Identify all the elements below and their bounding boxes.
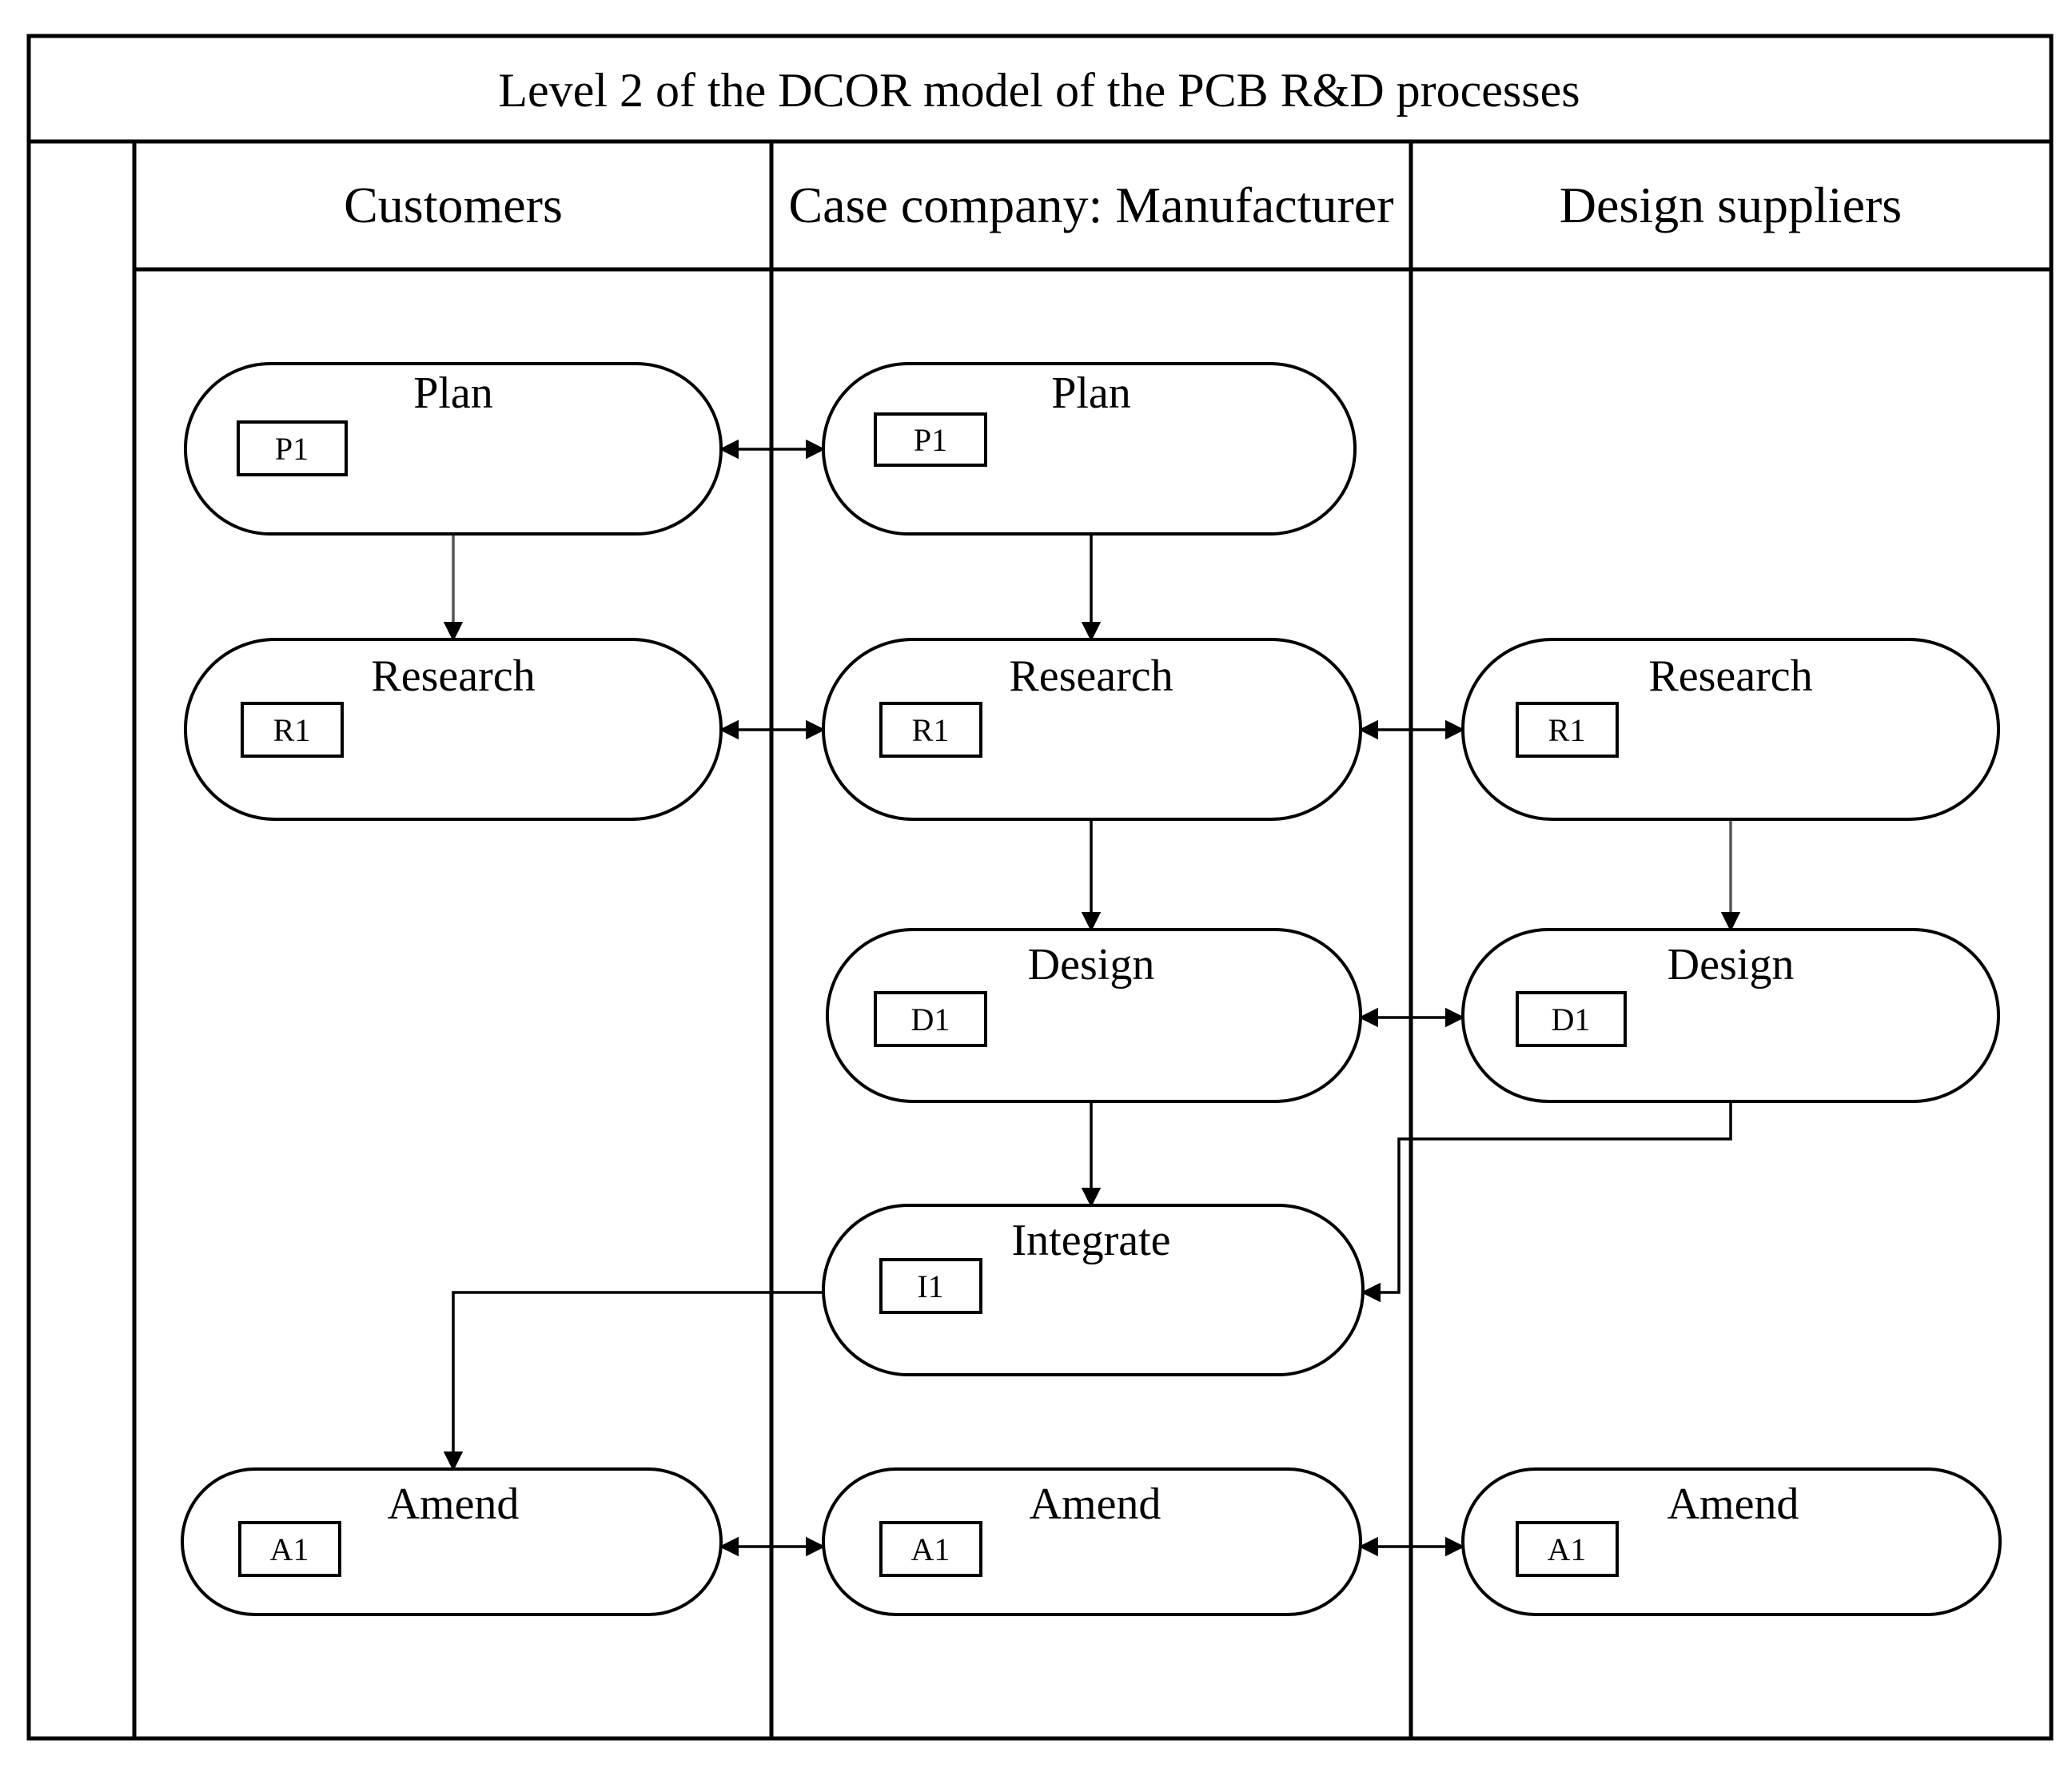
node-manufacturer-integrate: Integrate I1 bbox=[822, 1204, 1365, 1376]
node-code: P1 bbox=[914, 422, 947, 458]
lane-header-customers: Customers bbox=[344, 177, 563, 233]
node-code: R1 bbox=[912, 712, 950, 748]
node-label: Amend bbox=[1030, 1479, 1162, 1529]
node-manufacturer-design: Design D1 bbox=[826, 928, 1362, 1103]
node-suppliers-research: Research R1 bbox=[1461, 638, 2000, 821]
diagram-frame bbox=[26, 34, 2054, 1741]
node-manufacturer-amend: Amend A1 bbox=[822, 1467, 1362, 1616]
node-code: P1 bbox=[275, 431, 309, 467]
node-suppliers-amend: Amend A1 bbox=[1461, 1467, 2002, 1616]
node-label: Plan bbox=[1051, 368, 1131, 418]
node-manufacturer-plan: Plan P1 bbox=[822, 362, 1357, 536]
node-label: Amend bbox=[388, 1479, 520, 1529]
node-code: A1 bbox=[270, 1531, 309, 1567]
node-label: Research bbox=[1648, 651, 1812, 701]
node-manufacturer-research: Research R1 bbox=[822, 638, 1362, 821]
node-label: Research bbox=[1009, 651, 1173, 701]
node-label: Plan bbox=[413, 368, 493, 418]
node-customers-amend: Amend A1 bbox=[181, 1467, 723, 1616]
node-code: D1 bbox=[1552, 1001, 1591, 1037]
node-code: R1 bbox=[1548, 712, 1586, 748]
node-label: Integrate bbox=[1012, 1216, 1171, 1265]
node-code: I1 bbox=[917, 1268, 943, 1304]
lane-header-design-suppliers: Design suppliers bbox=[1560, 177, 1902, 233]
edge-s-design-m-integrate bbox=[1361, 1101, 1732, 1303]
node-customers-research: Research R1 bbox=[184, 638, 723, 821]
node-label: Design bbox=[1028, 940, 1155, 990]
diagram-title: Level 2 of the DCOR model of the PCB R&D… bbox=[498, 64, 1580, 117]
node-suppliers-design: Design D1 bbox=[1461, 928, 2000, 1103]
connectors bbox=[443, 439, 1741, 1557]
node-label: Amend bbox=[1668, 1479, 1799, 1529]
node-label: Design bbox=[1668, 940, 1795, 990]
lane-header-manufacturer: Case company: Manufacturer bbox=[788, 177, 1393, 233]
node-code: D1 bbox=[911, 1001, 950, 1037]
node-customers-plan: Plan P1 bbox=[184, 362, 723, 536]
node-code: A1 bbox=[911, 1531, 950, 1567]
node-label: Research bbox=[371, 651, 535, 701]
node-code: A1 bbox=[1548, 1531, 1587, 1567]
node-code: R1 bbox=[273, 712, 311, 748]
edge-m-integrate-c-amend bbox=[443, 1291, 823, 1471]
